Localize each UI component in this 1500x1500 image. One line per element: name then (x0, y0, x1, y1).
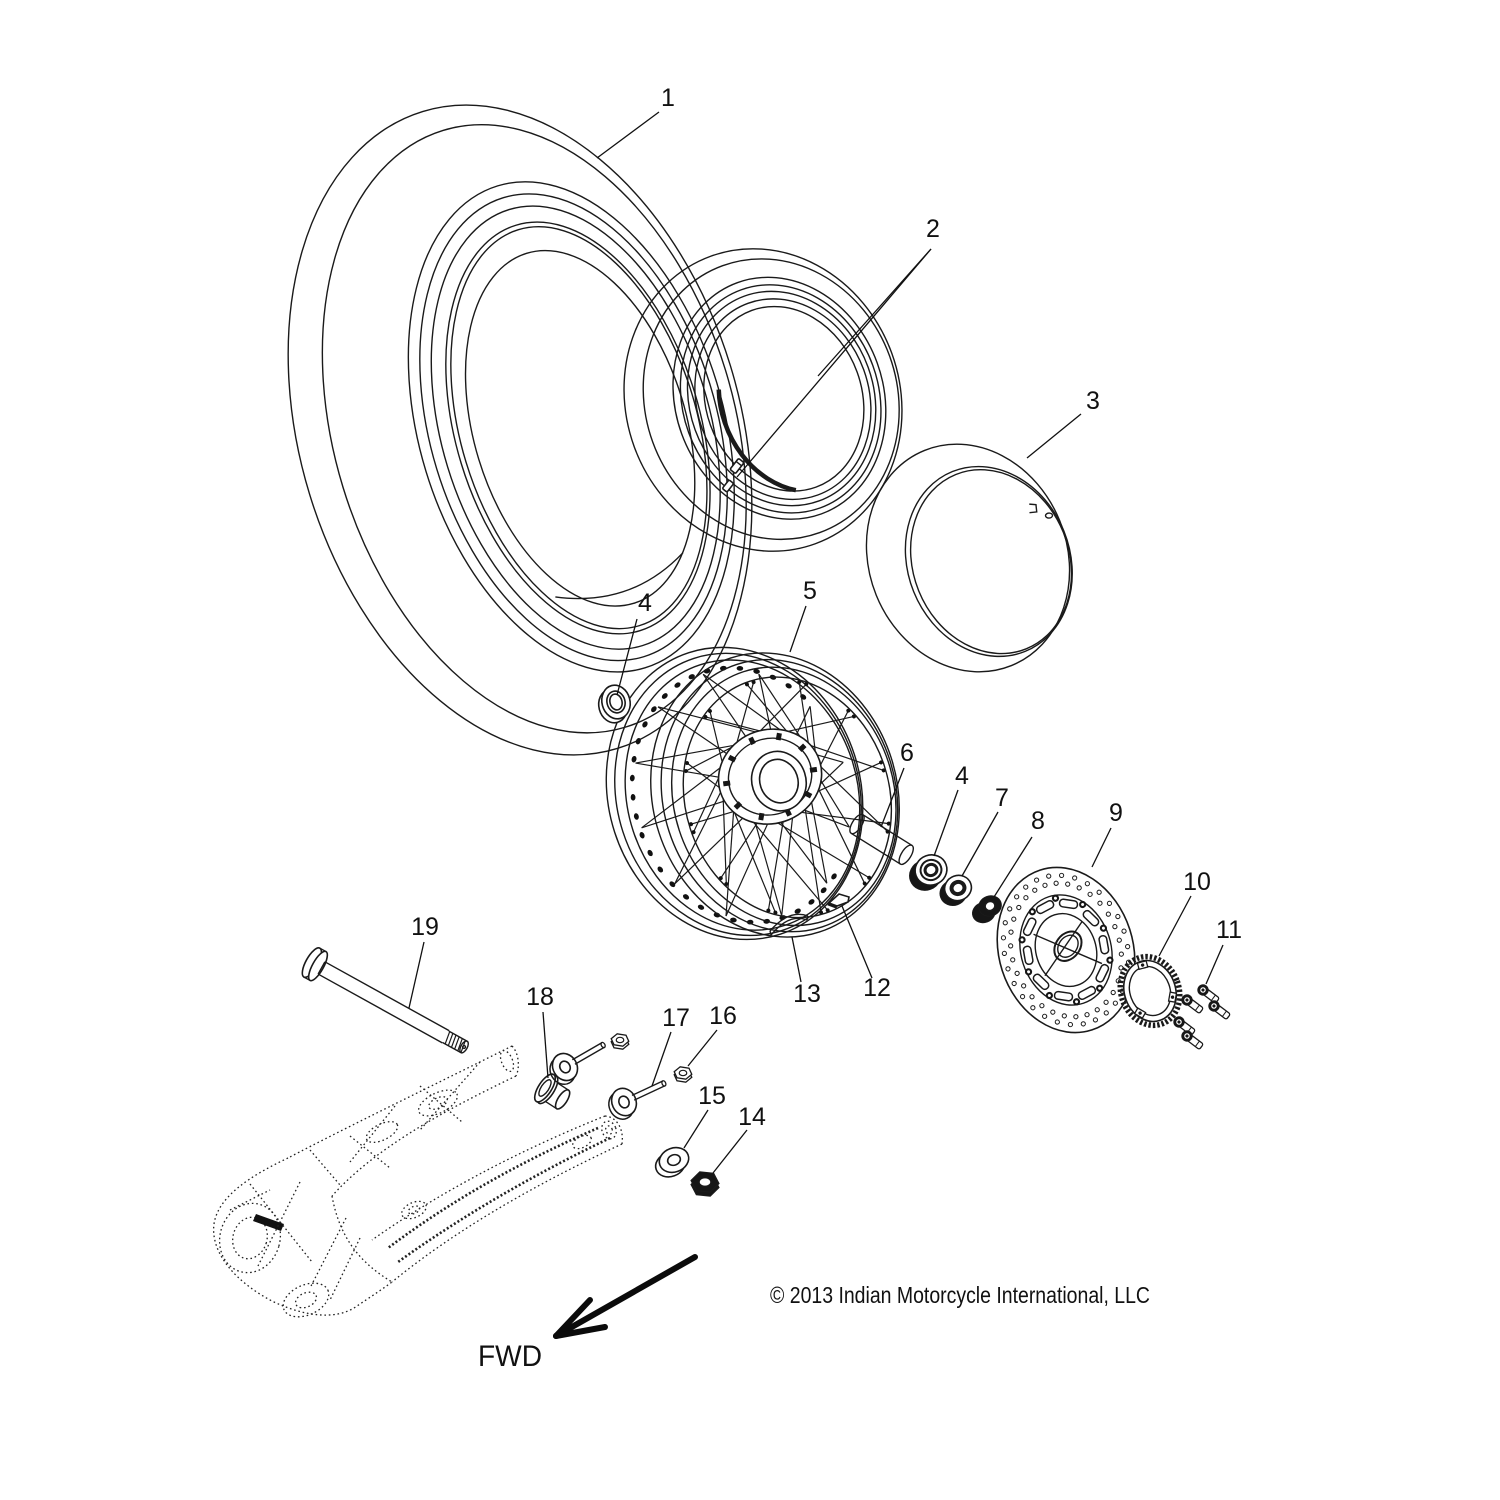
spoked-wheel (605, 646, 900, 941)
callout-number: 7 (995, 784, 1009, 812)
adjuster-nut-2 (673, 1066, 693, 1083)
axle-nut (690, 1171, 720, 1197)
callout-6: 6 (880, 739, 914, 828)
fwd-arrow (553, 1254, 698, 1339)
disc-bolt (1208, 1000, 1231, 1020)
spacer-bushing (972, 895, 1002, 924)
callout-number: 2 (926, 215, 940, 243)
weight-strip (769, 913, 809, 936)
clip (827, 893, 850, 909)
inner-tube (623, 248, 903, 552)
callout-16: 16 (687, 1002, 737, 1067)
callout-9: 9 (1091, 799, 1123, 868)
bushing (533, 1073, 571, 1110)
callout-12: 12 (841, 905, 891, 1002)
valve-stem (722, 458, 745, 493)
callout-number: 15 (698, 1082, 726, 1110)
bearing (909, 854, 948, 891)
callout-19: 19 (408, 913, 439, 1009)
callout-number: 9 (1109, 799, 1123, 827)
tone-ring (1117, 953, 1183, 1029)
callout-2: 2 (736, 215, 940, 478)
copyright-text: © 2013 Indian Motorcycle International, … (770, 1282, 1150, 1308)
rim-band (865, 443, 1073, 673)
callout-15: 15 (683, 1082, 726, 1149)
washer (654, 1146, 690, 1178)
callout-5: 5 (789, 577, 817, 653)
disc-bolt (1181, 994, 1204, 1014)
callout-number: 11 (1216, 916, 1242, 944)
callout-number: 14 (738, 1103, 766, 1131)
callout-11: 11 (1205, 916, 1242, 985)
disc-bolts (1173, 984, 1231, 1050)
callout-number: 4 (955, 762, 969, 790)
callout-number: 18 (526, 983, 554, 1011)
wheel-hub (717, 728, 823, 825)
callout-17: 17 (651, 1004, 690, 1087)
callout-number: 19 (411, 913, 439, 941)
callout-number: 12 (863, 974, 891, 1002)
disc-bolt (1197, 984, 1220, 1004)
adjuster-nut (610, 1033, 630, 1050)
fwd-label: FWD (478, 1340, 542, 1373)
callout-number: 3 (1086, 387, 1100, 415)
seal-2 (939, 874, 973, 906)
adjuster-bolt-2 (608, 1080, 667, 1120)
callout-4: 4 (933, 762, 969, 857)
wheel-spokes (635, 673, 891, 917)
callout-18: 18 (526, 983, 554, 1079)
callout-8: 8 (993, 807, 1045, 898)
callout-number: 16 (709, 1002, 737, 1030)
callout-14: 14 (712, 1103, 766, 1174)
callout-1: 1 (596, 84, 675, 159)
adjuster-bolt (549, 1041, 606, 1086)
callout-number: 4 (638, 589, 652, 617)
callout-number: 5 (803, 577, 817, 605)
callout-13: 13 (791, 936, 821, 1008)
callout-number: 10 (1183, 868, 1211, 896)
spacer-tube (849, 813, 914, 866)
callout-number: 6 (900, 739, 914, 767)
callout-number: 13 (793, 980, 821, 1008)
callout-4: 4 (616, 589, 652, 696)
callout-number: 1 (661, 84, 675, 112)
seal (597, 684, 632, 724)
axle (301, 947, 469, 1054)
swingarm (213, 1045, 623, 1318)
callout-10: 10 (1158, 868, 1211, 957)
disc-bolt (1181, 1030, 1204, 1050)
callout-3: 3 (1026, 387, 1100, 459)
callout-7: 7 (961, 784, 1009, 877)
callout-number: 17 (662, 1004, 690, 1032)
brake-disc (996, 866, 1136, 1034)
callout-number: 8 (1031, 807, 1045, 835)
